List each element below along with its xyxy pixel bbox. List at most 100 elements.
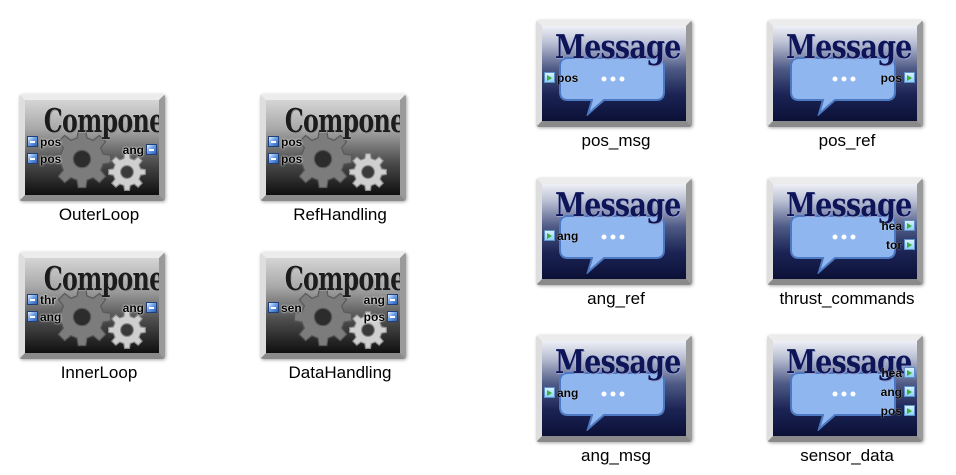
input-port[interactable]: ang <box>544 385 580 400</box>
input-port-icon <box>544 72 555 83</box>
port-label: ang <box>363 292 385 307</box>
port-label: pos <box>557 70 579 85</box>
component-tile[interactable]: Component thr ang ang <box>19 252 165 359</box>
component-name: InnerLoop <box>60 363 138 382</box>
component-name: RefHandling <box>293 205 387 224</box>
port-label: ang <box>40 309 62 324</box>
port-label: pos <box>880 403 902 418</box>
gear-icon <box>293 287 353 347</box>
gear-icon <box>108 153 146 191</box>
output-port-icon <box>904 220 915 231</box>
input-port[interactable]: ang <box>544 228 580 243</box>
message-block-ang-msg: Message ang ang_msg <box>536 335 696 475</box>
output-port[interactable]: ang <box>121 142 157 157</box>
port-label: hea <box>881 218 902 233</box>
gear-icon <box>52 129 112 189</box>
gear-icon <box>52 287 112 347</box>
port-label: ang <box>122 300 144 315</box>
port-label: sen <box>281 300 302 315</box>
component-block-outerloop: Component pos pos ang OuterLoop <box>19 94 179 234</box>
component-name: DataHandling <box>288 363 392 382</box>
message-block-ang-ref: Message ang ang_ref <box>536 178 696 318</box>
component-tile[interactable]: Component pos pos ang <box>19 94 165 201</box>
port-label: pos <box>281 134 303 149</box>
speech-bubble-icon <box>790 215 896 274</box>
port-label: pos <box>40 134 62 149</box>
port-label: pos <box>281 151 303 166</box>
output-port[interactable]: ang <box>121 300 157 315</box>
input-port-icon <box>27 153 38 164</box>
port-label: ang <box>122 142 144 157</box>
message-block-pos-msg: Message pos pos_msg <box>536 20 696 160</box>
input-port[interactable]: sen <box>268 300 304 315</box>
output-port[interactable]: tor <box>884 237 915 252</box>
speech-bubble-icon <box>559 372 665 431</box>
output-port-icon <box>904 367 915 378</box>
port-label: pos <box>363 309 385 324</box>
speech-bubble-icon <box>790 372 896 431</box>
input-port-icon <box>544 230 555 241</box>
message-tile[interactable]: Message pos <box>767 20 923 127</box>
input-port[interactable]: pos <box>268 151 304 166</box>
speech-bubble-icon <box>790 57 896 116</box>
message-tile[interactable]: Message hea ang pos <box>767 335 923 442</box>
input-port[interactable]: pos <box>27 134 63 149</box>
input-port[interactable]: pos <box>544 70 580 85</box>
message-block-thrust-commands: Message hea tor thrust_commands <box>767 178 927 318</box>
message-name: pos_msg <box>581 131 651 150</box>
message-tile[interactable]: Message pos <box>536 20 692 127</box>
message-name: pos_ref <box>818 131 876 150</box>
port-label: ang <box>557 385 579 400</box>
message-name: ang_msg <box>581 446 651 465</box>
component-tile[interactable]: Component sen ang pos <box>260 252 406 359</box>
output-port[interactable]: pos <box>879 403 915 418</box>
component-block-datahandling: Component sen ang pos DataHandling <box>260 252 420 392</box>
gear-icon <box>349 311 387 349</box>
port-label: ang <box>557 228 579 243</box>
message-block-sensor-data: Message hea ang pos sensor_data <box>767 335 927 475</box>
message-name: thrust_commands <box>779 289 915 308</box>
speech-bubble-icon <box>559 215 665 274</box>
component-name: OuterLoop <box>58 205 140 224</box>
output-port[interactable]: ang <box>879 384 915 399</box>
input-port[interactable]: pos <box>27 151 63 166</box>
input-port[interactable]: pos <box>268 134 304 149</box>
output-port-icon <box>387 294 398 305</box>
input-port-icon <box>27 311 38 322</box>
component-block-refhandling: Component pos pos RefHandling <box>260 94 420 234</box>
component-tile[interactable]: Component pos pos <box>260 94 406 201</box>
output-port[interactable]: pos <box>879 70 915 85</box>
port-label: tor <box>886 237 902 252</box>
input-port-icon <box>268 302 279 313</box>
speech-bubble-icon <box>559 57 665 116</box>
port-label: pos <box>880 70 902 85</box>
message-name: sensor_data <box>800 446 894 465</box>
input-port-icon <box>27 136 38 147</box>
input-port-icon <box>268 136 279 147</box>
gear-icon <box>349 153 387 191</box>
input-port[interactable]: thr <box>27 292 58 307</box>
port-label: thr <box>40 292 56 307</box>
component-block-innerloop: Component thr ang ang InnerLoop <box>19 252 179 392</box>
message-tile[interactable]: Message ang <box>536 178 692 285</box>
input-port-icon <box>268 153 279 164</box>
output-port-icon <box>146 144 157 155</box>
gear-icon <box>108 311 146 349</box>
output-port[interactable]: hea <box>879 365 915 380</box>
port-label: pos <box>40 151 62 166</box>
message-block-pos-ref: Message pos pos_ref <box>767 20 927 160</box>
input-port-icon <box>544 387 555 398</box>
input-port[interactable]: ang <box>27 309 63 324</box>
output-port[interactable]: hea <box>879 218 915 233</box>
output-port[interactable]: pos <box>362 309 398 324</box>
output-port-icon <box>904 405 915 416</box>
output-port-icon <box>904 239 915 250</box>
gear-icon <box>293 129 353 189</box>
output-port[interactable]: ang <box>362 292 398 307</box>
message-tile[interactable]: Message hea tor <box>767 178 923 285</box>
output-port-icon <box>146 302 157 313</box>
input-port-icon <box>27 294 38 305</box>
message-tile[interactable]: Message ang <box>536 335 692 442</box>
output-port-icon <box>387 311 398 322</box>
output-port-icon <box>904 72 915 83</box>
